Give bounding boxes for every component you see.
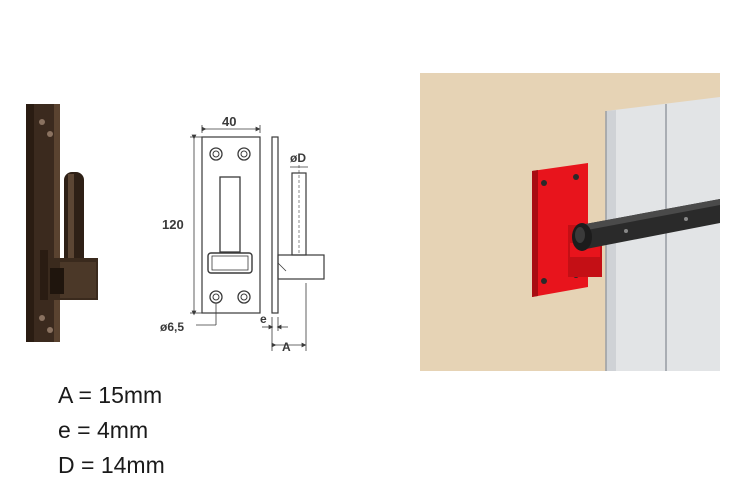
spec-a: A = 15mm: [58, 382, 163, 408]
plate-hole: [47, 131, 53, 137]
offset-label: A: [282, 340, 291, 354]
hinge-technical-drawing: 40 120 ø6,5 øD e A: [150, 105, 350, 360]
pin-diameter-label: øD: [290, 151, 306, 165]
installation-rendering: [420, 73, 720, 376]
thickness-label: e: [260, 312, 267, 326]
height-dimension-label: 120: [162, 217, 184, 232]
side-view-plate: [271, 136, 279, 314]
plate-hole: [39, 119, 45, 125]
hinge-product-photo: [20, 100, 110, 355]
front-view-plate: [201, 136, 261, 314]
plate-hole: [39, 315, 45, 321]
width-dimension-label: 40: [222, 114, 236, 129]
hole-diameter-label: ø6,5: [160, 320, 184, 334]
spec-list: A = 15mm e = 4mm D = 14mm: [58, 378, 165, 483]
spec-d: D = 14mm: [58, 452, 165, 478]
plate-hole: [47, 327, 53, 333]
spec-e: e = 4mm: [58, 417, 149, 443]
